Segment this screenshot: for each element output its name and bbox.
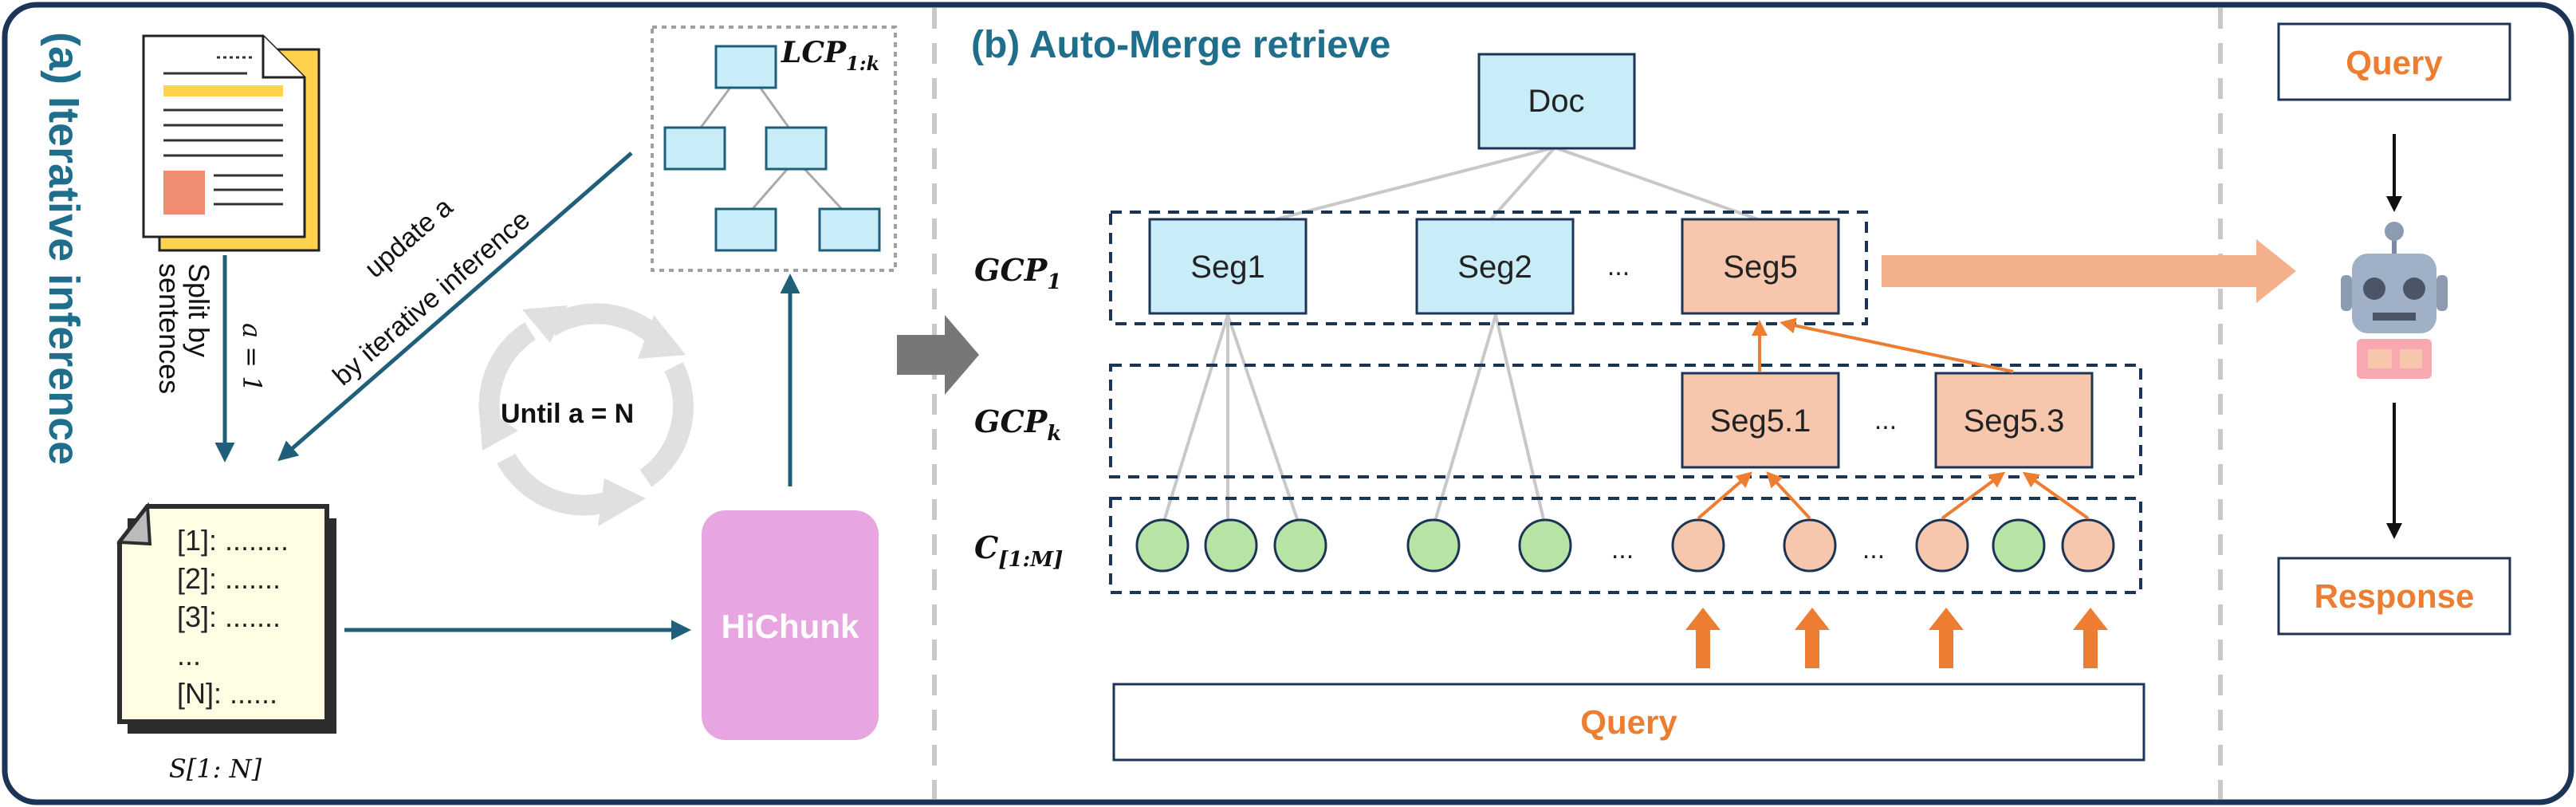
query-up-arrows bbox=[1685, 608, 2108, 668]
c-label: C[1:M] bbox=[974, 529, 1063, 572]
panel-a-title: (a) Iterative inference bbox=[40, 32, 88, 465]
gcp1-label: GCP1 bbox=[974, 252, 1061, 294]
seg5-box bbox=[1681, 218, 1840, 315]
subseg-ellipsis: ... bbox=[1874, 405, 1897, 435]
chunk-ellipsis-1: ... bbox=[1611, 534, 1634, 565]
chunk-circle-retrieved bbox=[2061, 518, 2115, 573]
chunk-circle bbox=[1204, 518, 1258, 573]
doc-label: Doc bbox=[1528, 84, 1584, 119]
sentence-line: ... bbox=[177, 639, 201, 671]
query-box-c bbox=[2277, 22, 2511, 101]
gcpk-container bbox=[1109, 364, 2142, 478]
doc-box bbox=[1477, 53, 1636, 150]
panel-b bbox=[1109, 53, 2296, 762]
seg1-label: Seg1 bbox=[1190, 250, 1264, 285]
seg-ellipsis: ... bbox=[1607, 251, 1630, 281]
sentence-line: [2]: ....... bbox=[177, 562, 281, 595]
chunk-circle bbox=[1406, 518, 1461, 573]
hichunk-box bbox=[702, 510, 879, 740]
result-arrow bbox=[1882, 239, 2296, 303]
panel-a bbox=[116, 26, 897, 740]
sentence-line: [3]: ....... bbox=[177, 600, 281, 633]
response-box bbox=[2277, 557, 2511, 636]
sentence-sheet bbox=[116, 502, 336, 734]
seg5-3-label: Seg5.3 bbox=[1964, 404, 2065, 439]
update-arrow bbox=[277, 152, 633, 462]
chunk-circle-retrieved bbox=[1783, 518, 1837, 573]
chunk-circle-retrieved bbox=[1671, 518, 1725, 573]
seg1-box bbox=[1148, 218, 1308, 315]
hichunk-label: HiChunk bbox=[722, 608, 859, 645]
sentence-line: [N]: ...... bbox=[177, 677, 277, 710]
seg5-1-label: Seg5.1 bbox=[1710, 404, 1811, 439]
document-icon bbox=[142, 34, 321, 252]
panel-b-title: (b) Auto-Merge retrieve bbox=[971, 24, 1390, 66]
seg5-1-box bbox=[1681, 372, 1840, 469]
chunk-circle bbox=[1518, 518, 1572, 573]
panel-transition-arrow bbox=[897, 315, 979, 395]
seg2-label: Seg2 bbox=[1457, 250, 1532, 285]
gcpk-label: GCPk bbox=[974, 404, 1061, 446]
query-label-c: Query bbox=[2346, 44, 2443, 81]
chunk-ellipsis-2: ... bbox=[1862, 534, 1885, 565]
chunk-circle bbox=[1992, 518, 2046, 573]
lcp-label: LCP1:k bbox=[781, 36, 879, 75]
query-label-b: Query bbox=[1580, 703, 1677, 741]
a-init-label: a = 1 bbox=[237, 323, 267, 392]
robot-icon bbox=[2341, 222, 2448, 379]
chunk-circle bbox=[1135, 518, 1190, 573]
panel-c bbox=[2277, 22, 2511, 636]
lcp-tree bbox=[651, 26, 897, 272]
chunk-circle-retrieved bbox=[1915, 518, 1969, 573]
seg5-3-box bbox=[1934, 372, 2094, 469]
cycle-icon bbox=[478, 303, 694, 516]
chunk-circle bbox=[1273, 518, 1327, 573]
query-box-b bbox=[1112, 683, 2145, 762]
sentence-caption: S[1: N] bbox=[169, 754, 262, 784]
response-label: Response bbox=[2314, 577, 2475, 615]
cycle-arrowheads bbox=[478, 305, 686, 526]
sentence-line: [1]: ........ bbox=[177, 524, 289, 557]
split-label-line1: Split by bbox=[183, 263, 215, 357]
gcp1-container bbox=[1109, 211, 1868, 325]
chunk-container bbox=[1109, 497, 2142, 594]
split-label-line2: sentences bbox=[153, 263, 186, 394]
seg5-label: Seg5 bbox=[1723, 250, 1797, 285]
seg2-box bbox=[1415, 218, 1575, 315]
merge-arrow-5-3 bbox=[1780, 317, 2014, 373]
until-label: Until a = N bbox=[501, 399, 634, 429]
